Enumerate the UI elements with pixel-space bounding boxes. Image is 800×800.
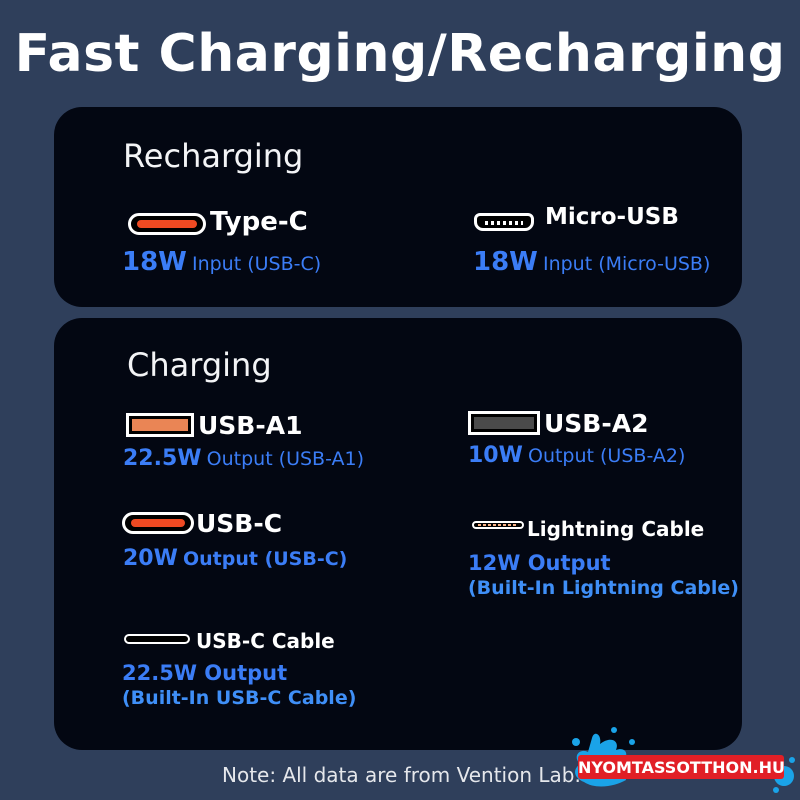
charging-heading: Charging [127, 346, 272, 384]
type-c-label: Type-C [210, 207, 308, 237]
usb-c-cable-output: 22.5W Output [122, 661, 288, 685]
usb-a1-desc: Output (USB-A1) [206, 448, 365, 470]
micro-usb-port-icon [474, 213, 534, 231]
lightning-connector-icon [472, 521, 524, 529]
lightning-label: Lightning Cable [527, 517, 705, 541]
usb-a2-spec: 10W Output (USB-A2) [468, 443, 685, 468]
recharging-heading: Recharging [123, 137, 304, 175]
charging-panel: Charging USB-A1 22.5W Output (USB-A1) US… [54, 318, 742, 750]
usb-a2-watt: 10W [468, 443, 523, 468]
page-title: Fast Charging/Recharging [14, 24, 786, 84]
watermark-text: NYOMTASSOTTHON.HU [578, 758, 785, 777]
usb-c-cable-icon [124, 634, 190, 644]
usb-a-port-icon [126, 413, 194, 437]
usb-a2-label: USB-A2 [544, 409, 649, 438]
usb-a1-spec: 22.5W Output (USB-A1) [123, 446, 364, 471]
usb-a1-label: USB-A1 [198, 411, 303, 440]
usb-a-port-icon [468, 411, 540, 435]
watermark-logo: NYOMTASSOTTHON.HU [566, 716, 800, 800]
micro-usb-label: Micro-USB [545, 204, 679, 230]
micro-usb-desc: Input (Micro-USB) [542, 253, 711, 275]
usb-c-cable-builtin: (Built-In USB-C Cable) [122, 687, 357, 709]
recharging-panel: Recharging Type-C 18W Input (USB-C) Micr… [54, 107, 742, 307]
usb-c-desc: Output (USB-C) [182, 548, 348, 570]
type-c-watt: 18W [122, 247, 187, 277]
footnote: Note: All data are from Vention Lab. [222, 763, 581, 787]
lightning-output: 12W Output [468, 551, 611, 575]
usb-c-cable-label: USB-C Cable [196, 629, 335, 653]
usb-c-port-icon [122, 512, 194, 534]
usb-a2-desc: Output (USB-A2) [527, 445, 686, 467]
lightning-builtin: (Built-In Lightning Cable) [468, 577, 739, 599]
usb-c-port-icon [128, 213, 206, 235]
watermark-banner: NYOMTASSOTTHON.HU [578, 755, 785, 779]
usb-c-spec: 20W Output (USB-C) [123, 546, 347, 571]
usb-c-label: USB-C [196, 509, 283, 538]
type-c-desc: Input (USB-C) [191, 253, 322, 275]
micro-usb-spec: 18W Input (Micro-USB) [473, 247, 710, 277]
usb-c-watt: 20W [123, 546, 178, 571]
type-c-spec: 18W Input (USB-C) [122, 247, 321, 277]
usb-a1-watt: 22.5W [123, 446, 202, 471]
micro-usb-watt: 18W [473, 247, 538, 277]
